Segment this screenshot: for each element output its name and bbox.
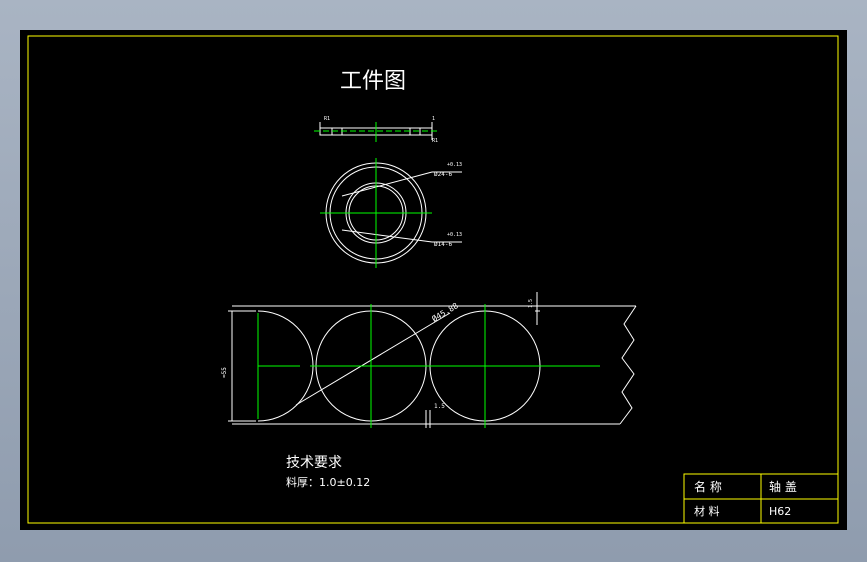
dim-outer: Ø24-6 bbox=[434, 171, 452, 178]
dim-r-right: R1 bbox=[432, 138, 438, 144]
dim-inner-tol: +0.13 bbox=[447, 232, 462, 238]
strip-centerlines bbox=[257, 304, 600, 428]
drawing-svg: 工件图 R1 R1 1 +0.13 Ø24-6 +0.13 Ø14-6 bbox=[27, 35, 839, 524]
dim-r-left: R1 bbox=[324, 116, 330, 122]
title-block-material-value: H62 bbox=[769, 505, 791, 518]
washer-centerlines bbox=[320, 158, 432, 268]
cad-drawing-canvas[interactable]: 工件图 R1 R1 1 +0.13 Ø24-6 +0.13 Ø14-6 bbox=[20, 30, 847, 530]
title-block-name-value: 轴 盖 bbox=[769, 479, 797, 494]
dim-side-t: 1 bbox=[432, 116, 435, 122]
dim-pitch-top: 1.5 bbox=[528, 299, 534, 308]
title-block-name-label: 名 称 bbox=[694, 479, 722, 494]
strip-layout bbox=[228, 292, 637, 428]
title-block bbox=[683, 473, 839, 524]
dim-inner: Ø14-6 bbox=[434, 241, 452, 248]
dim-width: ≈55 bbox=[221, 367, 228, 378]
drawing-frame bbox=[27, 35, 839, 524]
tech-req-text: 料厚：1.0±0.12 bbox=[286, 475, 370, 489]
title-block-material-label: 材 料 bbox=[694, 504, 720, 518]
drawing-title: 工件图 bbox=[340, 69, 406, 94]
tech-req-title: 技术要求 bbox=[286, 455, 342, 471]
dim-outer-tol: +0.13 bbox=[447, 162, 462, 168]
dim-pitch-bottom: 1.5 bbox=[434, 403, 445, 410]
